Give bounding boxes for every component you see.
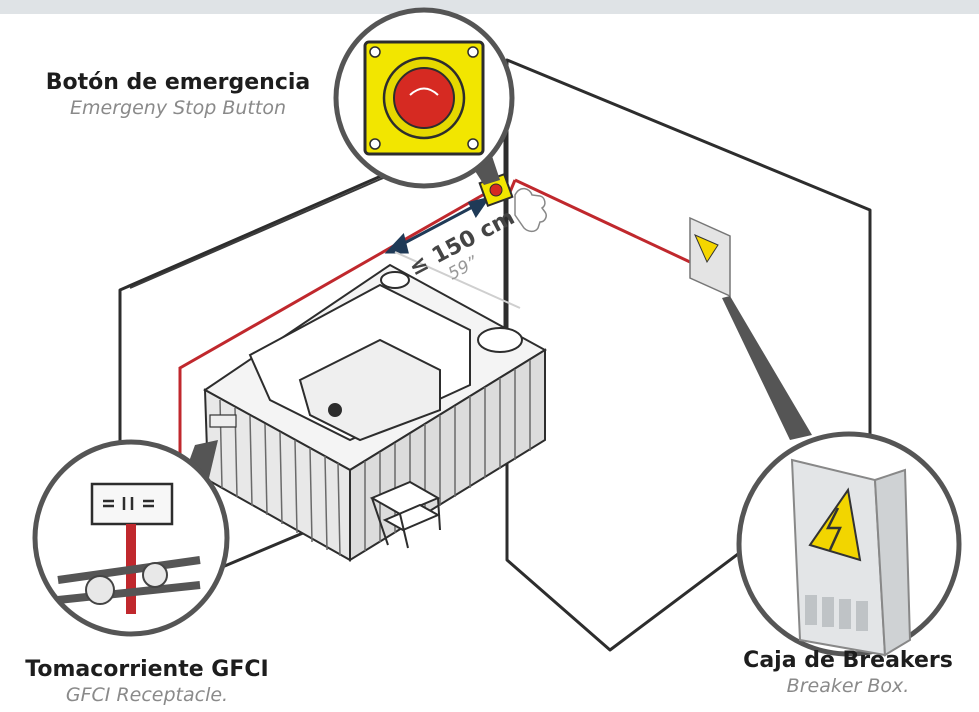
gfci-callout	[32, 439, 230, 637]
spa-tub	[203, 263, 547, 562]
emergency-stop-callout	[333, 7, 515, 189]
emergency-button-label: Botón de emergencia Emergeny Stop Button	[22, 70, 334, 119]
gfci-outlet-small	[209, 414, 237, 428]
emergency-button-subtitle: Emergeny Stop Button	[70, 97, 286, 119]
breaker-label: Caja de Breakers Breaker Box.	[722, 648, 974, 697]
gfci-title: Tomacorriente GFCI	[25, 657, 269, 682]
dimension-arrow	[384, 196, 491, 254]
dimension-guide	[394, 251, 521, 309]
gfci-subtitle: GFCI Receptacle.	[65, 684, 229, 706]
breaker-box-small	[689, 216, 731, 298]
spa-steps	[369, 480, 441, 549]
distance-label: ≤ 150 cm 59”	[405, 205, 519, 284]
gfci-outlet-icon	[57, 482, 201, 614]
breaker-title: Caja de Breakers	[743, 648, 953, 673]
breaker-box-icon	[790, 458, 912, 657]
emergency-button-title: Botón de emergencia	[45, 70, 311, 95]
top-bar	[0, 0, 979, 14]
lightning-icon	[808, 487, 862, 562]
breaker-subtitle: Breaker Box.	[786, 675, 910, 697]
emergency-stop-icon	[363, 40, 485, 156]
hand-icon	[514, 187, 547, 233]
gfci-label: Tomacorriente GFCI GFCI Receptacle.	[4, 657, 290, 706]
breaker-callout	[736, 431, 962, 657]
